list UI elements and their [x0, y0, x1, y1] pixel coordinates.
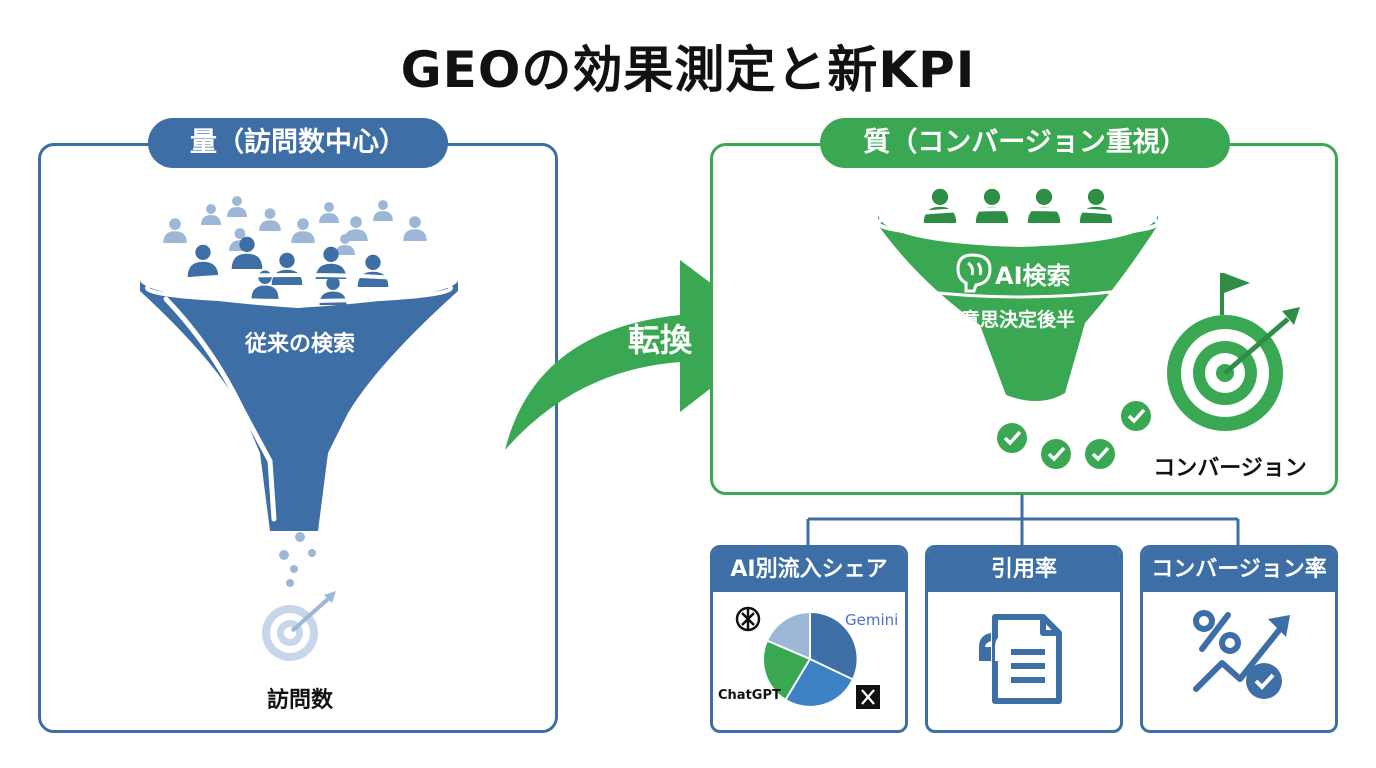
brain-icon [956, 253, 992, 293]
pie-chart-icon [735, 606, 880, 709]
conversion-label: コンバージョン [1153, 456, 1307, 481]
kpi-card-title: 引用率 [928, 548, 1120, 592]
document-quote-icon [979, 614, 1062, 704]
left-funnel-diagram [140, 196, 458, 661]
transition-label: 転換 [627, 321, 692, 359]
x-logo-icon [856, 685, 880, 709]
kpi-card-conversion-rate: コンバージョン率 [1140, 545, 1338, 733]
decision-stage-label: 意思決定後半 [960, 309, 1075, 331]
right-panel-header: 質（コンバージョン重視） [820, 118, 1230, 168]
ai-search-label: AI検索 [995, 262, 1071, 290]
left-funnel [140, 281, 458, 531]
page-title: GEOの効果測定と新KPI [400, 41, 976, 99]
right-funnel-diagram [876, 188, 1300, 469]
target-icon [262, 591, 336, 661]
check-icons [997, 401, 1151, 469]
kpi-connector [806, 495, 1240, 545]
flag-icon [1220, 273, 1250, 315]
people-icons [923, 188, 1113, 223]
left-funnel-label: 従来の検索 [244, 332, 355, 357]
left-panel-header: 量（訪問数中心） [148, 118, 448, 168]
chatgpt-label: ChatGPT [718, 688, 781, 703]
percent-trend-icon [1193, 610, 1290, 699]
kpi-card-title: コンバージョン率 [1143, 548, 1335, 592]
target-icon [1167, 307, 1300, 431]
gemini-label: Gemini [845, 611, 899, 629]
openai-logo-icon [735, 606, 761, 632]
kpi-card-title: AI別流入シェア [713, 548, 905, 592]
left-result-label: 訪問数 [266, 688, 333, 713]
drip-dots [279, 532, 316, 587]
